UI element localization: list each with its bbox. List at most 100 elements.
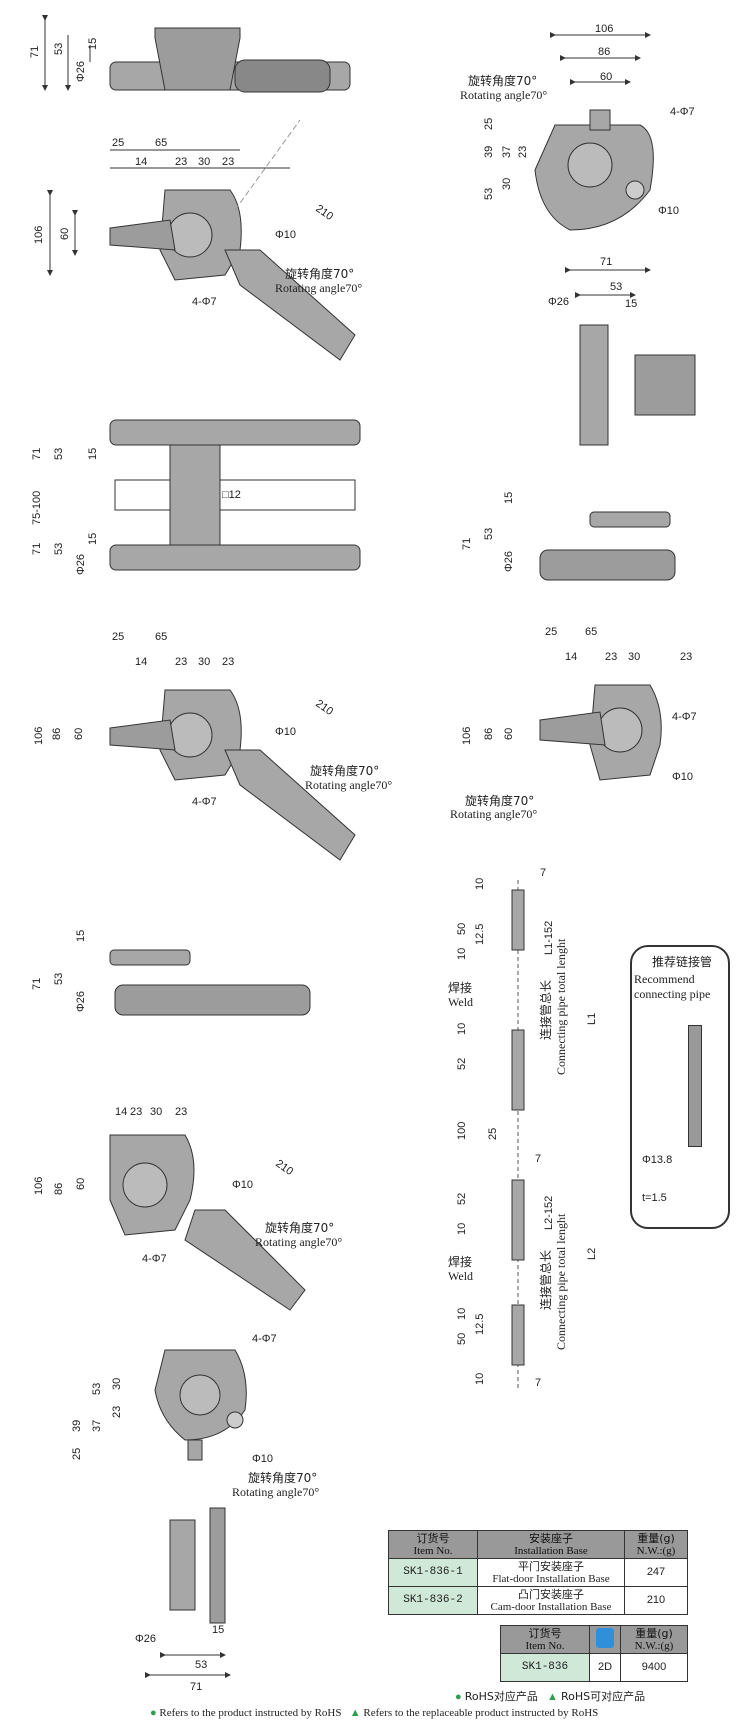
handle-front-view-4: 14 23 30 23 106 86 60 Φ10 4-Φ7 210 旋转角度7…: [33, 1106, 342, 1311]
cross-section-view: 71 53 15 75-100 71 53 15 Φ26 □12: [31, 419, 361, 575]
side-view-left-3: 15 71 53 Φ26: [31, 930, 311, 1016]
svg-text:210: 210: [273, 1158, 295, 1178]
svg-text:Φ26: Φ26: [135, 1633, 156, 1645]
svg-text:71: 71: [29, 46, 41, 58]
svg-text:□12: □12: [222, 489, 241, 501]
svg-text:71: 71: [31, 448, 43, 460]
svg-text:旋转角度70°: 旋转角度70°: [310, 763, 379, 778]
svg-text:37: 37: [91, 1420, 103, 1432]
svg-text:Φ10: Φ10: [275, 726, 296, 738]
svg-text:65: 65: [585, 626, 597, 638]
svg-text:23: 23: [222, 156, 234, 168]
svg-text:Rotating angle70°: Rotating angle70°: [450, 807, 537, 821]
table-row: SK1-836 2D 9400: [500, 1653, 688, 1682]
svg-text:30: 30: [501, 178, 513, 190]
svg-text:Φ26: Φ26: [75, 991, 87, 1012]
svg-text:12.5: 12.5: [474, 1314, 486, 1335]
svg-text:7: 7: [535, 1153, 541, 1165]
svg-text:12.5: 12.5: [474, 924, 486, 945]
svg-text:旋转角度70°: 旋转角度70°: [468, 73, 537, 88]
svg-text:Φ10: Φ10: [232, 1179, 253, 1191]
svg-text:210: 210: [313, 203, 335, 223]
svg-text:焊接: 焊接: [448, 1254, 472, 1269]
svg-text:71: 71: [461, 538, 473, 550]
svg-text:7: 7: [535, 1377, 541, 1389]
svg-text:23: 23: [130, 1106, 142, 1118]
recommend-pipe-shape: [688, 1025, 702, 1147]
svg-text:52: 52: [456, 1193, 468, 1205]
svg-text:86: 86: [483, 728, 495, 740]
svg-text:15: 15: [87, 533, 99, 545]
t2-header-weight: 重量(g)N.W.:(g): [620, 1625, 688, 1654]
svg-text:25: 25: [487, 1128, 499, 1140]
handle-front-view-2: 25 65 14 23 30 23 106 86 60 Φ10 4-Φ7 210…: [33, 631, 392, 861]
handle-front-view-1: 25 65 14 23 30 23 106 60 Φ10 4-Φ7 210 旋转…: [33, 119, 362, 361]
svg-text:60: 60: [75, 1178, 87, 1190]
svg-text:30: 30: [198, 656, 210, 668]
svg-text:60: 60: [503, 728, 515, 740]
svg-text:86: 86: [598, 46, 610, 58]
svg-text:39: 39: [483, 146, 495, 158]
svg-text:14: 14: [135, 656, 147, 668]
handle-front-view-3: 25 65 14 23 30 23 106 86 60 4-Φ7 Φ10 旋转角…: [450, 626, 697, 821]
recommend-thick: t=1.5: [642, 1192, 667, 1204]
t1-row2-weight: 210: [624, 1586, 688, 1615]
svg-text:106: 106: [33, 1177, 45, 1195]
svg-text:23: 23: [175, 656, 187, 668]
recommend-title-en2: connecting pipe: [634, 987, 711, 1001]
svg-text:23: 23: [605, 651, 617, 663]
svg-text:连接管总长: 连接管总长: [538, 1250, 553, 1310]
svg-text:30: 30: [150, 1106, 162, 1118]
svg-text:旋转角度70°: 旋转角度70°: [465, 793, 534, 808]
svg-text:106: 106: [595, 23, 613, 35]
svg-text:4-Φ7: 4-Φ7: [192, 796, 217, 808]
svg-text:53: 53: [91, 1383, 103, 1395]
svg-text:71: 71: [600, 256, 612, 268]
svg-text:焊接: 焊接: [448, 980, 472, 995]
svg-text:连接管总长: 连接管总长: [538, 980, 553, 1040]
svg-text:14: 14: [565, 651, 577, 663]
svg-text:25: 25: [71, 1448, 83, 1460]
svg-text:71: 71: [190, 1681, 202, 1693]
svg-text:Φ26: Φ26: [503, 551, 515, 572]
svg-text:100: 100: [456, 1122, 468, 1140]
svg-text:10: 10: [456, 1308, 468, 1320]
svg-text:65: 65: [155, 631, 167, 643]
side-view-1: 71 53 15 Φ26: [29, 15, 351, 93]
svg-text:65: 65: [155, 137, 167, 149]
svg-text:15: 15: [625, 298, 637, 310]
svg-text:Φ10: Φ10: [658, 205, 679, 217]
svg-text:4-Φ7: 4-Φ7: [670, 106, 695, 118]
svg-text:52: 52: [456, 1058, 468, 1070]
svg-text:106: 106: [33, 226, 45, 244]
svg-text:Rotating angle70°: Rotating angle70°: [305, 778, 392, 792]
svg-text:7: 7: [540, 867, 546, 879]
svg-text:Rotating angle70°: Rotating angle70°: [275, 281, 362, 295]
svg-text:Φ10: Φ10: [252, 1453, 273, 1465]
svg-text:L2: L2: [586, 1248, 598, 1260]
recommend-dia: Φ13.8: [642, 1154, 673, 1166]
svg-text:86: 86: [51, 728, 63, 740]
svg-text:4-Φ7: 4-Φ7: [192, 296, 217, 308]
recommend-pipe-box: 推荐链接管 Recommend connecting pipe Φ13.8 t=…: [630, 945, 730, 1229]
svg-text:30: 30: [198, 156, 210, 168]
svg-text:25: 25: [483, 118, 495, 130]
svg-text:10: 10: [456, 948, 468, 960]
svg-text:50: 50: [456, 1333, 468, 1345]
svg-text:23: 23: [111, 1406, 123, 1418]
svg-text:23: 23: [175, 156, 187, 168]
svg-text:25: 25: [112, 631, 124, 643]
svg-text:75-100: 75-100: [31, 491, 43, 525]
svg-text:Weld: Weld: [448, 1269, 473, 1283]
svg-text:4-Φ7: 4-Φ7: [252, 1333, 277, 1345]
svg-text:10: 10: [456, 1023, 468, 1035]
svg-text:60: 60: [600, 71, 612, 83]
svg-text:4-Φ7: 4-Φ7: [142, 1253, 167, 1265]
base-view-bottom: 4-Φ7 53 30 23 39 37 25 Φ10 旋转角度70° Rotat…: [71, 1333, 319, 1499]
svg-text:210: 210: [313, 698, 335, 718]
